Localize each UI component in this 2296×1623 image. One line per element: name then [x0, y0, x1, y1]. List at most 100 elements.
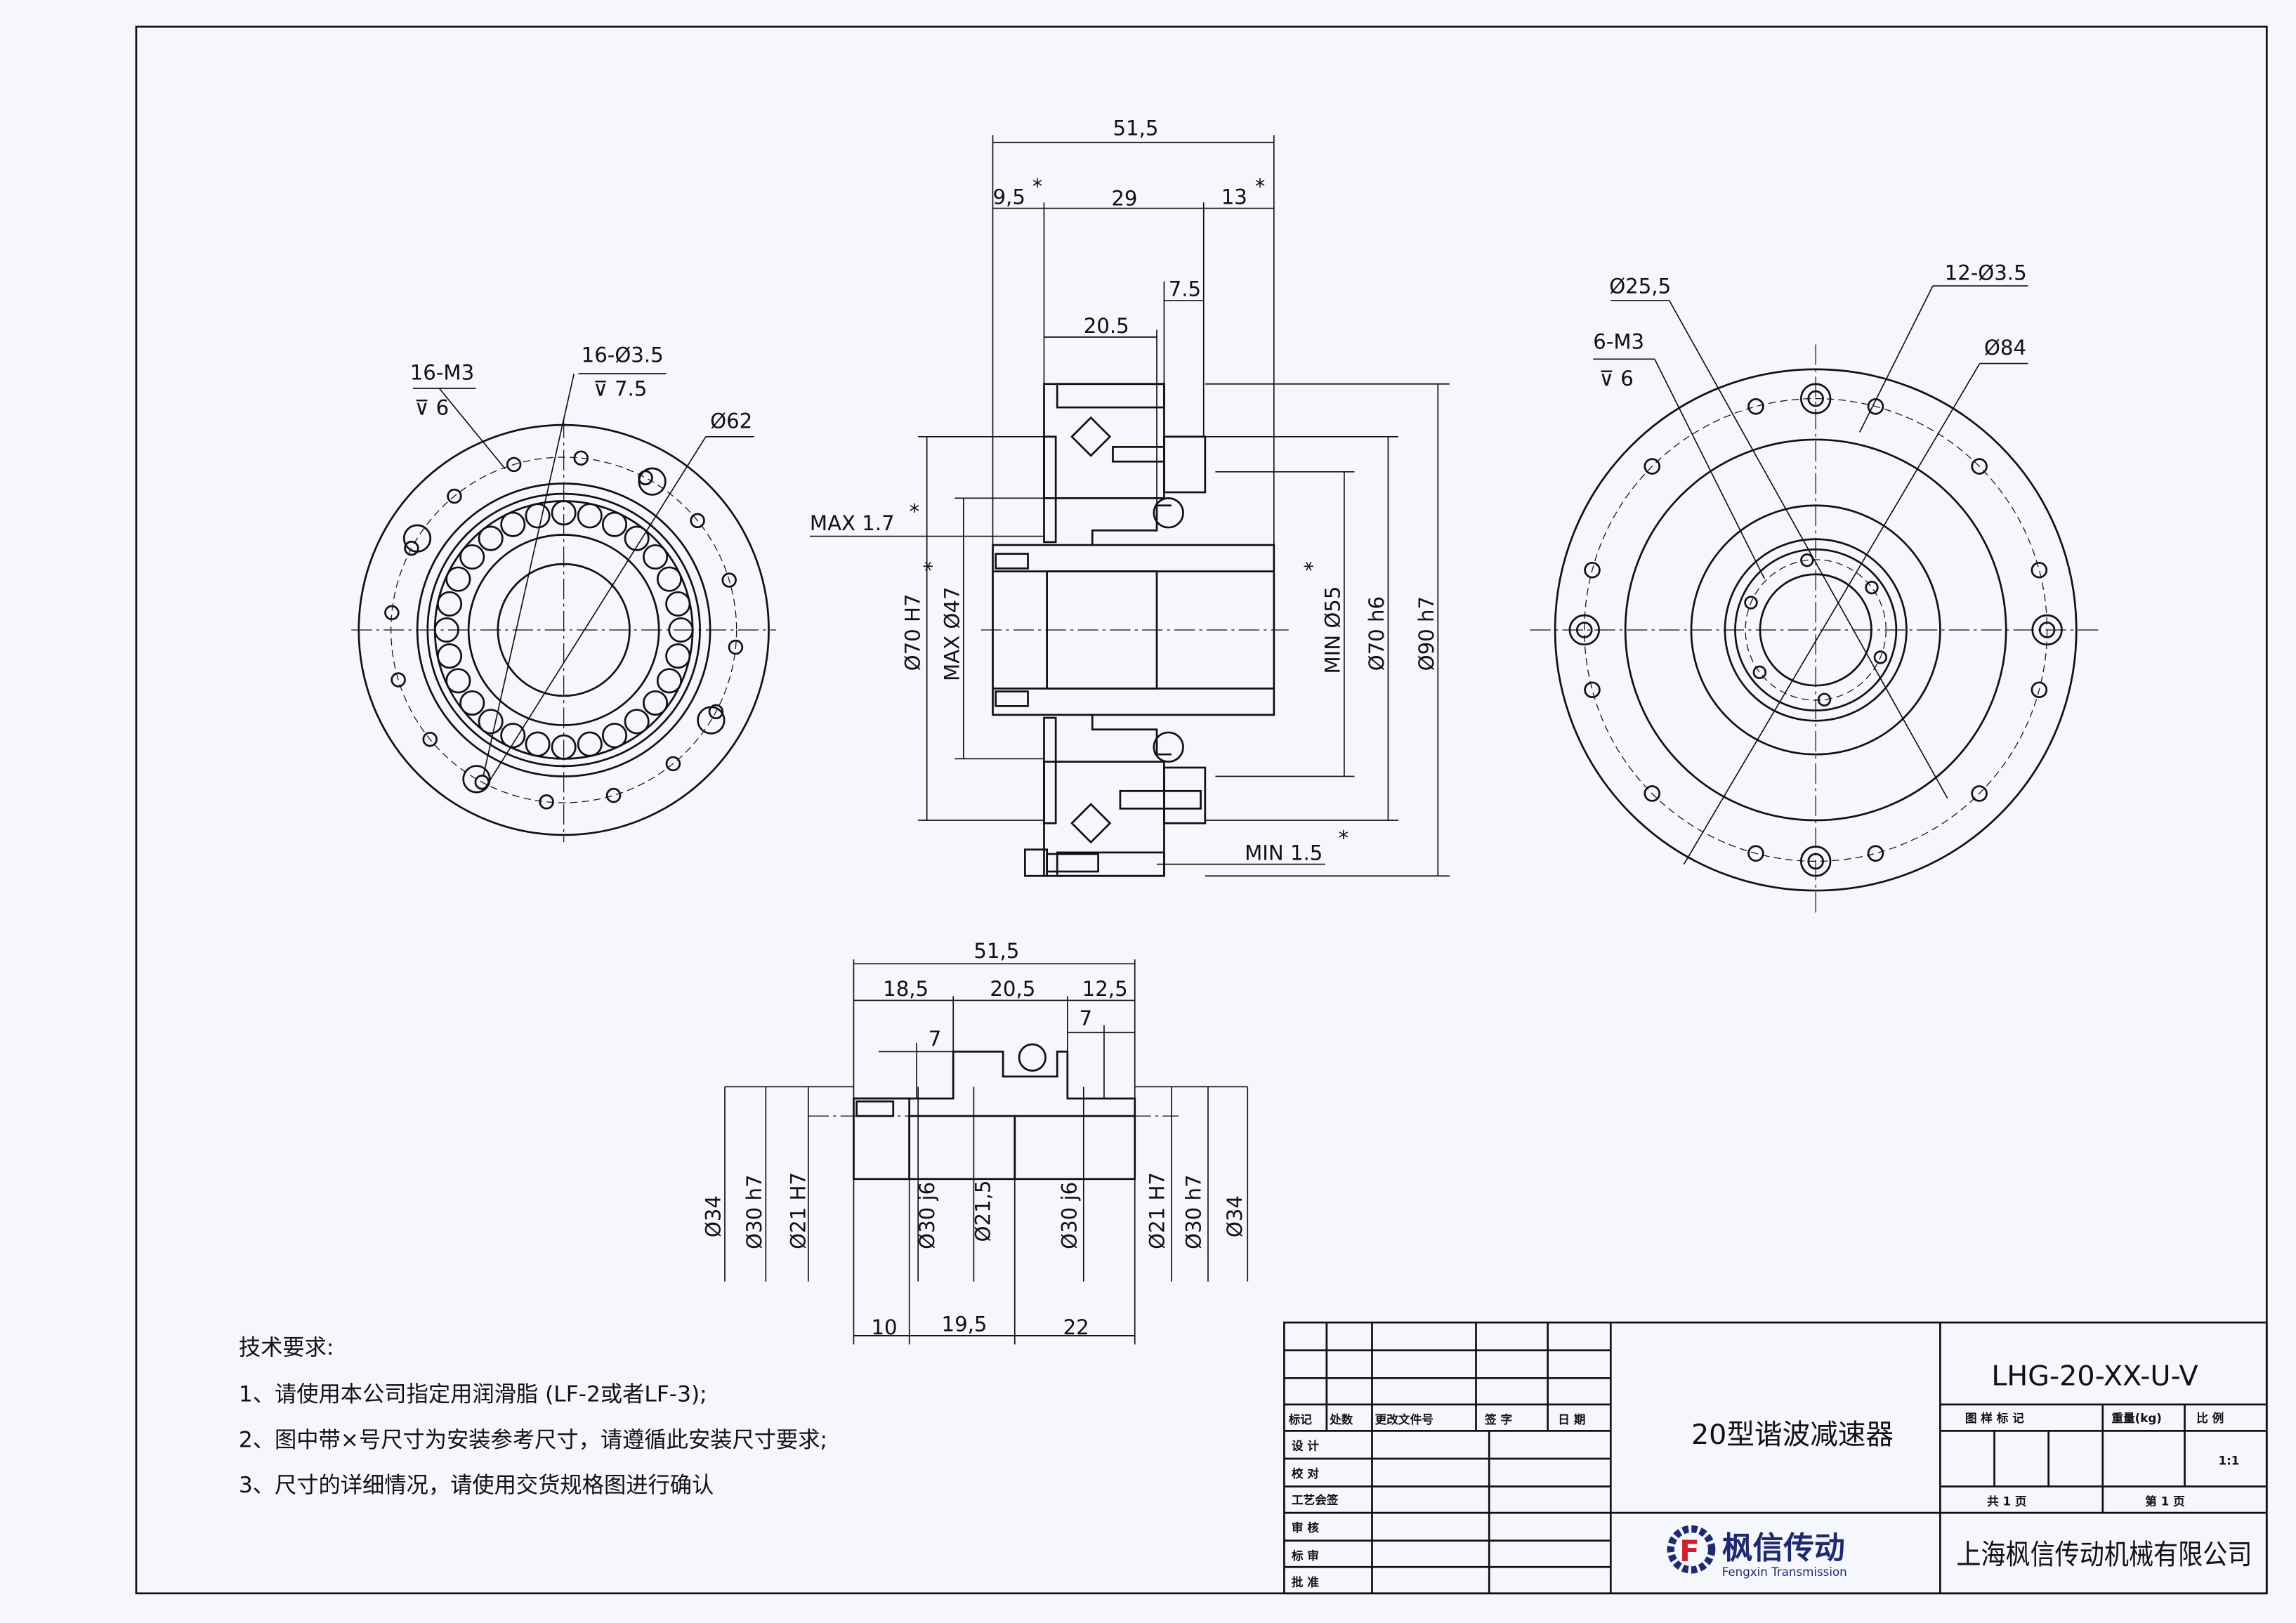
- role-review: 审 核: [1292, 1520, 1319, 1535]
- dim-max-1-7: MAX 1.7: [810, 511, 895, 535]
- header-date: 日 期: [1558, 1413, 1585, 1426]
- shaft-diameter: Ø34: [1223, 1195, 1247, 1237]
- ref-star: *: [1339, 826, 1349, 850]
- counterbore-hole: [638, 467, 667, 496]
- header-scale: 比 例: [2196, 1411, 2224, 1425]
- shaft-view: 51,5 18,5 20,5 12,5 7 7 10 19,5 22 Ø34 Ø…: [702, 939, 1249, 1345]
- ball: [459, 690, 485, 716]
- ref-star: *: [1300, 561, 1324, 572]
- ref-star: *: [919, 561, 943, 572]
- header-weight: 重量(kg): [2111, 1411, 2162, 1425]
- ball: [656, 566, 682, 592]
- note-item: 1、请使用本公司指定用润滑脂 (LF-2或者LF-3);: [239, 1382, 707, 1407]
- bolt-hole: [605, 787, 622, 803]
- part-number: LHG-20-XX-U-V: [1991, 1360, 2198, 1393]
- ball: [478, 525, 504, 551]
- dim-min-d55: MIN Ø55: [1321, 586, 1345, 674]
- section-view: 51,5 9,5 * 29 13 * MAX 1.7 * 7.5 20.5 MI…: [809, 116, 1450, 877]
- role-check: 校 对: [1292, 1466, 1319, 1480]
- bolt-hole: [384, 605, 400, 621]
- dim-max-d47: MAX Ø47: [940, 586, 964, 681]
- ball: [525, 731, 551, 757]
- ball: [525, 503, 551, 529]
- shaft-dim-10: 10: [871, 1315, 897, 1339]
- ball: [665, 643, 691, 669]
- bolt-hole: [391, 672, 406, 688]
- rear-label-m3-depth: ⊽ 6: [1599, 367, 1634, 390]
- tapped-hole: [2031, 614, 2063, 646]
- bearing-balls: [433, 500, 694, 760]
- page-number: 第 1 页: [2145, 1494, 2184, 1509]
- ball: [624, 525, 650, 551]
- shaft-diameter: Ø30 j6: [915, 1182, 939, 1249]
- ball: [624, 709, 650, 735]
- m3-hole: [1752, 665, 1767, 680]
- note-item: 3、尺寸的详细情况，请使用交货规格图进行确认: [239, 1473, 714, 1498]
- rear-label-m3: 6-M3: [1593, 330, 1644, 354]
- rear-view: Ø25,5 12-Ø3.5 6-M3 ⊽ 6 Ø84: [1530, 261, 2101, 916]
- tapped-hole: [1799, 846, 1832, 877]
- bolt-hole: [404, 540, 419, 556]
- front-label-holes-depth: ⊽ 7.5: [593, 376, 647, 400]
- bolt-holes: [384, 450, 744, 810]
- bolt-hole: [422, 731, 438, 747]
- m3-hole: [1817, 692, 1832, 707]
- counterbore-hole: [462, 765, 491, 794]
- ball: [601, 723, 628, 749]
- ball: [577, 503, 603, 529]
- bolt-hole: [573, 450, 589, 466]
- m3-hole: [1865, 580, 1879, 595]
- ref-star: *: [910, 500, 920, 524]
- ball: [643, 690, 669, 716]
- notes-title: 技术要求:: [239, 1335, 334, 1360]
- ball: [643, 544, 669, 570]
- dim-min-1-5: MIN 1.5: [1245, 841, 1323, 865]
- tapped-hole-core: [1575, 622, 1593, 638]
- bolt-hole: [2031, 561, 2048, 579]
- front-view: 16-M3 ⊽ 6 16-Ø3.5 ⊽ 7.5 Ø62: [351, 343, 776, 843]
- bolt-hole: [690, 513, 705, 528]
- bolt-hole: [1747, 398, 1764, 415]
- shaft-dim-7-right: 7: [1080, 1006, 1093, 1030]
- ball: [459, 544, 485, 570]
- role-approve: 批 准: [1292, 1575, 1319, 1589]
- shaft-diameter: Ø30 j6: [1057, 1182, 1081, 1249]
- bolt-hole: [708, 704, 724, 720]
- ball: [551, 500, 577, 526]
- shaft-diameter: Ø21,5: [971, 1181, 995, 1242]
- counterbore-hole: [402, 524, 432, 553]
- bolt-hole: [1747, 845, 1764, 862]
- shaft-dim-20-5: 20,5: [990, 977, 1035, 1001]
- ball: [665, 591, 691, 617]
- rear-label-holes: 12-Ø3.5: [1945, 261, 2027, 285]
- bolt-hole: [539, 794, 554, 810]
- header-mark: 标记: [1288, 1412, 1313, 1426]
- dim-d90-h7: Ø90 h7: [1415, 596, 1438, 671]
- header-count: 处数: [1329, 1412, 1353, 1426]
- bolt-hole: [1971, 785, 1988, 802]
- bolt-hole: [638, 470, 653, 485]
- ref-star: *: [1032, 175, 1043, 199]
- svg-text:F: F: [1679, 1534, 1699, 1568]
- product-name: 20型谐波减速器: [1691, 1419, 1894, 1451]
- bolt-hole: [1644, 785, 1661, 802]
- m3-hole: [1744, 596, 1758, 610]
- ball: [577, 731, 603, 757]
- bolt-hole: [1584, 681, 1601, 699]
- rear-label-d84: Ø84: [1984, 336, 2026, 360]
- bolt-hole: [2031, 681, 2048, 699]
- bolt-hole: [665, 756, 681, 772]
- ball: [433, 617, 459, 643]
- role-process: 工艺会签: [1292, 1493, 1339, 1507]
- bolt-hole: [1867, 845, 1884, 862]
- dim-7-5: 7.5: [1169, 277, 1201, 301]
- ball: [656, 668, 682, 694]
- note-item: 2、图中带×号尺寸为安装参考尺寸，请遵循此安装尺寸要求;: [239, 1427, 827, 1452]
- ball: [500, 511, 526, 537]
- tapped-hole: [1799, 383, 1832, 414]
- ball: [437, 643, 463, 669]
- shaft-dim-12-5: 12,5: [1082, 977, 1128, 1001]
- shaft-diameter: Ø34: [702, 1195, 726, 1237]
- header-drawing-mark: 图 样 标 记: [1965, 1411, 2024, 1425]
